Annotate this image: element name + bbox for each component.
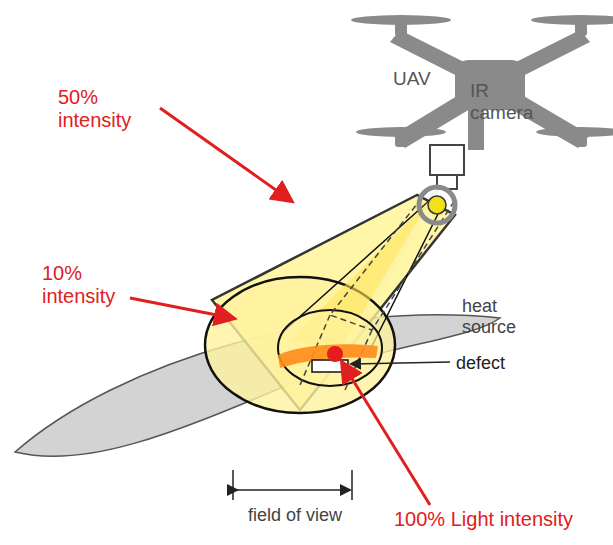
inner-spot <box>278 310 382 386</box>
leader-arrow <box>130 298 232 318</box>
leader-arrow <box>343 364 430 505</box>
dimension-label: field of view <box>245 505 345 526</box>
hot-spot <box>327 346 343 362</box>
uav-label: UAV <box>393 68 453 90</box>
leader-arrow <box>160 108 290 200</box>
heat-source-housing <box>419 187 455 223</box>
camera-label: IR camera <box>470 80 540 124</box>
dimension-bracket <box>233 470 352 500</box>
intensity-label: 10% intensity <box>42 262 142 308</box>
intensity-label: 100% Light intensity <box>394 508 609 531</box>
heat-source-label: heat source <box>462 296 532 337</box>
uav-body <box>351 15 613 150</box>
intensity-label: 50% intensity <box>58 86 158 132</box>
defect-label: defect <box>456 353 526 374</box>
heat-source <box>428 196 446 214</box>
leader-arrow <box>352 362 450 364</box>
